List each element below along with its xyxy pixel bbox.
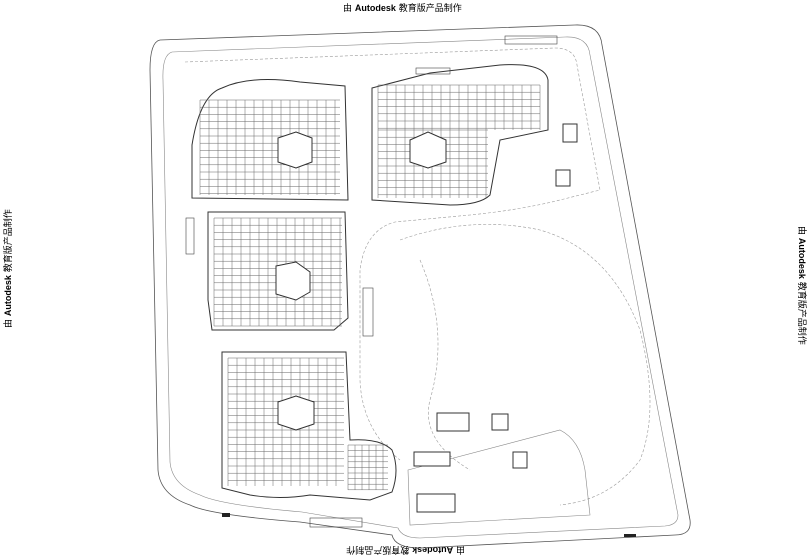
block-a-atrium [277, 131, 313, 169]
building-2 [491, 413, 509, 431]
block-a-units [199, 99, 340, 195]
plaza-outline [407, 429, 591, 526]
watermark-suffix: 教育版产品制作 [398, 4, 462, 14]
hatch-strip-top [504, 35, 558, 45]
site-boundary [149, 24, 691, 549]
hatch-strip-bottom [309, 517, 363, 528]
hatch-strip-mid [362, 287, 374, 337]
watermark-prefix: 由 [343, 4, 353, 14]
hatch-strip-left [185, 217, 195, 255]
building-1 [436, 412, 470, 432]
building-5 [416, 493, 456, 513]
watermark-brand: Autodesk [354, 3, 396, 13]
plaza-path [399, 224, 651, 506]
road-outer [162, 36, 679, 539]
road-inner [184, 47, 601, 461]
block-d-units [227, 357, 344, 486]
block-c-atrium [275, 261, 311, 301]
hatch-strip-top2 [415, 67, 451, 75]
block-a [191, 79, 349, 201]
building-4 [512, 451, 528, 469]
building-6 [562, 123, 578, 143]
plaza-path-2 [419, 259, 471, 471]
watermark-top: 由 Autodesk 教育版产品制作 [343, 1, 462, 14]
parking-marker [222, 513, 230, 517]
block-b [371, 64, 549, 206]
building-7 [555, 169, 571, 187]
block-b-atrium [409, 131, 447, 169]
building-3 [413, 451, 451, 467]
block-d-atrium [277, 395, 315, 431]
block-d-units-east [347, 444, 388, 491]
block-b-units-top [377, 84, 541, 130]
corner-marker [624, 534, 636, 537]
